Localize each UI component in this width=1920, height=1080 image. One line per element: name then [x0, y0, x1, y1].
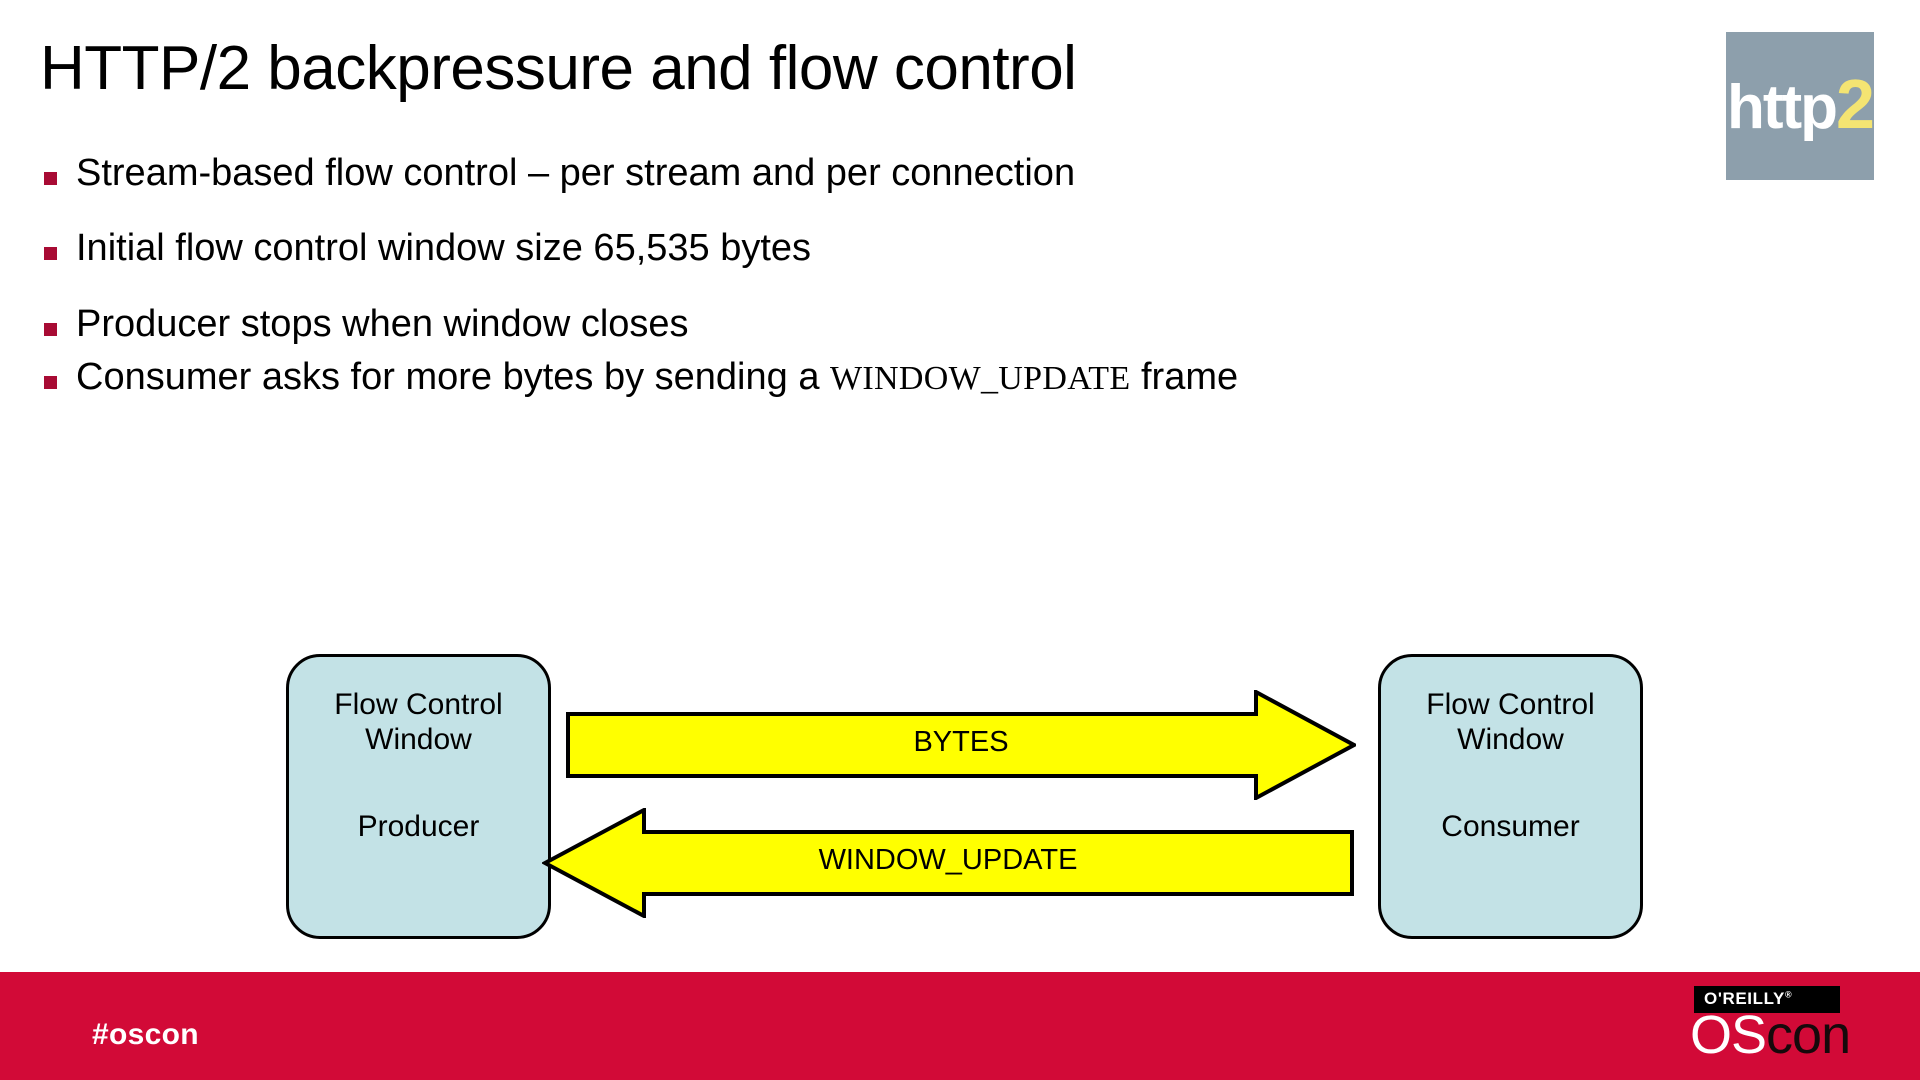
oreilly-logo-text: O'REILLY®	[1704, 989, 1830, 1009]
oscon-wordmark-part1: OS	[1690, 1005, 1767, 1065]
oscon-wordmark-part2: con	[1766, 1005, 1851, 1065]
square-bullet-icon	[44, 172, 57, 185]
list-item-label: Stream-based flow control – per stream a…	[76, 152, 1076, 194]
oreilly-logo-box: O'REILLY®	[1694, 986, 1840, 1013]
frame-name-code: WINDOW_UPDATE	[830, 359, 1131, 397]
registered-mark-icon: ®	[1784, 989, 1793, 1000]
consumer-title-line2: Window	[1457, 723, 1564, 757]
producer-node-role: Producer	[357, 810, 480, 843]
hashtag-label: #oscon	[92, 1018, 199, 1051]
producer-node: Flow Control Window Producer	[286, 654, 551, 939]
oscon-wordmark: OScon	[1690, 1005, 1851, 1065]
oreilly-oscon-logo: O'REILLY® OScon	[1680, 982, 1880, 1070]
consumer-title-line1: Flow Control	[1426, 688, 1595, 721]
consumer-node-title: Flow Control Window	[1381, 687, 1640, 758]
http2-logo-word: http	[1727, 73, 1838, 142]
producer-title-line1: Flow Control	[334, 688, 503, 721]
http2-logo-version: 2	[1836, 65, 1875, 143]
bullet-list: Stream-based flow control – per stream a…	[44, 152, 1604, 399]
window-update-arrow: WINDOW_UPDATE	[542, 808, 1354, 918]
list-item-text-before: Consumer asks for more bytes by sending …	[76, 355, 831, 398]
consumer-node: Flow Control Window Consumer	[1378, 654, 1643, 939]
square-bullet-icon	[44, 322, 57, 336]
square-bullet-icon	[44, 375, 57, 389]
list-item-text-after: frame	[1130, 355, 1239, 398]
page-title: HTTP/2 backpressure and flow control	[40, 34, 1077, 103]
list-item: Stream-based flow control – per stream a…	[44, 152, 1604, 195]
oreilly-name: O'REILLY	[1704, 989, 1785, 1008]
list-item-label: Initial flow control window size 65,535 …	[76, 227, 812, 270]
arrow-left-icon	[542, 808, 1354, 918]
arrow-right-icon	[566, 690, 1356, 800]
list-item-label: Consumer asks for more bytes by sending …	[76, 356, 1604, 399]
list-item: Consumer asks for more bytes by sending …	[44, 356, 1604, 399]
list-item: Producer stops when window closes	[44, 303, 1604, 346]
consumer-node-role: Consumer	[1441, 810, 1580, 843]
bytes-arrow: BYTES	[566, 690, 1356, 800]
square-bullet-icon	[44, 247, 57, 261]
list-item: Initial flow control window size 65,535 …	[44, 227, 1604, 270]
producer-title-line2: Window	[365, 723, 472, 757]
footer-bar: #oscon O'REILLY® OScon	[0, 972, 1920, 1080]
producer-node-title: Flow Control Window	[289, 687, 548, 758]
flow-control-diagram: Flow Control Window Producer Flow Contro…	[0, 630, 1920, 960]
list-item-label: Producer stops when window closes	[76, 302, 689, 345]
